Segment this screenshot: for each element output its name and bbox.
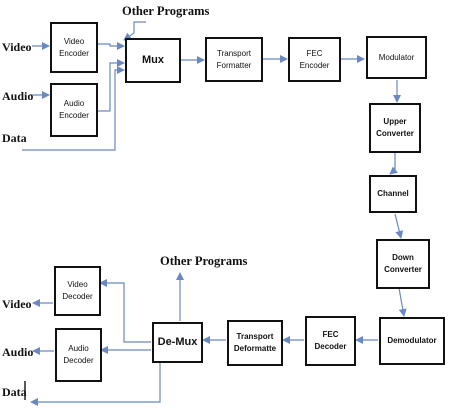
transport-deformatter-block: Transport Deformatte bbox=[227, 320, 283, 366]
channel-block: Channel bbox=[369, 175, 417, 213]
demodulator-block: Demodulator bbox=[379, 317, 445, 365]
audio-decoder-block: Audio Decoder bbox=[55, 328, 102, 382]
audio-encoder-block: Audio Encoder bbox=[50, 83, 98, 137]
fec-decoder-block: FEC Decoder bbox=[305, 316, 356, 366]
fec-encoder-block: FEC Encoder bbox=[288, 37, 341, 82]
data-input-label: Data bbox=[2, 131, 27, 145]
data-output-label: Data bbox=[2, 385, 27, 399]
other-programs-bottom-label: Other Programs bbox=[160, 254, 248, 268]
arrow-demux-video bbox=[99, 279, 151, 343]
video-encoder-block: Video Encoder bbox=[50, 22, 98, 73]
video-input-label: Video bbox=[2, 40, 32, 54]
mux-block: Mux bbox=[125, 38, 181, 83]
arrow-data-mux bbox=[22, 66, 125, 151]
arrow-channel-down bbox=[394, 213, 404, 239]
arrow-demux-data bbox=[30, 362, 161, 406]
arrow-audio-encoder-mux bbox=[97, 59, 125, 112]
audio-output-label: Audio bbox=[2, 345, 34, 359]
down-converter-block: Down Converter bbox=[376, 239, 430, 289]
transport-formatter-block: Transport Formatter bbox=[205, 37, 263, 82]
arrow-down-demod bbox=[398, 287, 407, 317]
modulator-block: Modulator bbox=[366, 36, 427, 79]
upper-converter-block: Upper Converter bbox=[369, 103, 421, 153]
demux-block: De-Mux bbox=[152, 322, 203, 363]
other-programs-top-label: Other Programs bbox=[122, 4, 210, 18]
arrow-upper-channel bbox=[389, 153, 398, 175]
video-decoder-block: Video Decoder bbox=[54, 266, 101, 316]
arrow-video-encoder-mux bbox=[97, 42, 125, 50]
audio-input-label: Audio bbox=[2, 89, 34, 103]
arrow-other-programs-mux bbox=[123, 21, 146, 41]
video-output-label: Video bbox=[2, 297, 32, 311]
